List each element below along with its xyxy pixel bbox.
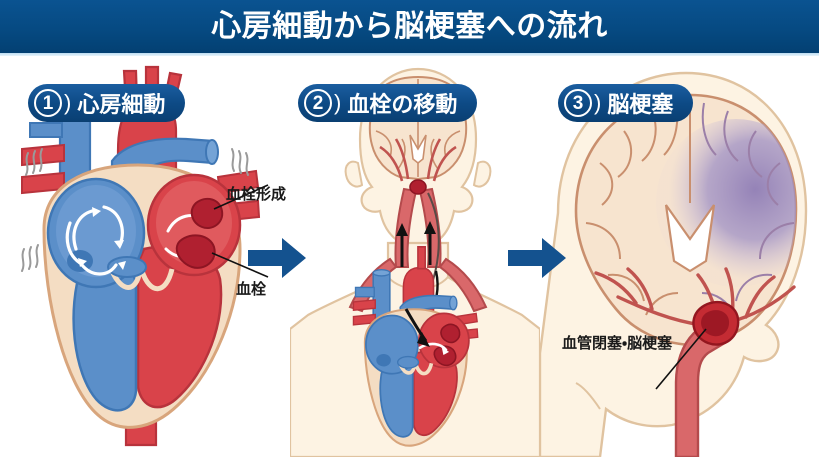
clot-into-aorta-arrow xyxy=(404,308,430,347)
step-paren-1: ) xyxy=(64,90,72,115)
ventricles xyxy=(664,204,716,273)
annotation-thrombus: 血栓 xyxy=(236,281,267,298)
step-label-1: 心房細動 xyxy=(77,92,166,117)
header-underline xyxy=(0,53,819,56)
leader-lines xyxy=(211,184,269,278)
heart-illustration xyxy=(21,65,269,447)
brain-coronal xyxy=(574,93,798,347)
fibrillation-vibration-marks xyxy=(21,148,249,272)
step-paren-2: ) xyxy=(334,90,342,115)
torso-head-illustration xyxy=(290,67,540,457)
header-bar xyxy=(0,0,819,53)
arrow-step2-to-step3 xyxy=(508,238,566,283)
flow-arrow-heads xyxy=(78,207,126,270)
brain-infarction-illustration xyxy=(540,71,808,457)
heart-in-chest xyxy=(352,246,479,447)
step-paren-3: ) xyxy=(594,90,602,115)
panel-3-illustration xyxy=(540,53,819,457)
page-title: 心房細動から脳梗塞への流れ xyxy=(211,10,608,43)
step-badge-2: 2 ) 血栓の移動 xyxy=(298,84,478,122)
annotation-thrombus-formation: 血栓形成 xyxy=(226,186,287,203)
thrombus-at-brain xyxy=(409,179,427,195)
annotation-occlusion: 血管閉塞・脳梗塞 xyxy=(562,335,673,352)
step-label-3: 脳梗塞 xyxy=(607,92,674,117)
ventricles xyxy=(409,134,427,165)
thrombus-clots xyxy=(175,197,224,269)
step-number-3: 3 xyxy=(564,89,592,117)
arrow-step1-to-step2 xyxy=(248,238,306,283)
panel-1-illustration xyxy=(0,53,290,457)
step-badge-1: 1 ) 心房細動 xyxy=(28,84,186,122)
cerebral-arteries xyxy=(379,138,457,182)
step-number-1: 1 xyxy=(34,89,62,117)
leader-line-occlusion xyxy=(655,328,707,390)
step-number-2: 2 xyxy=(304,89,332,117)
step-badge-3: 3 ) 脳梗塞 xyxy=(558,84,694,122)
step-label-2: 血栓の移動 xyxy=(347,92,458,117)
clot-travel-arrows xyxy=(396,221,436,267)
